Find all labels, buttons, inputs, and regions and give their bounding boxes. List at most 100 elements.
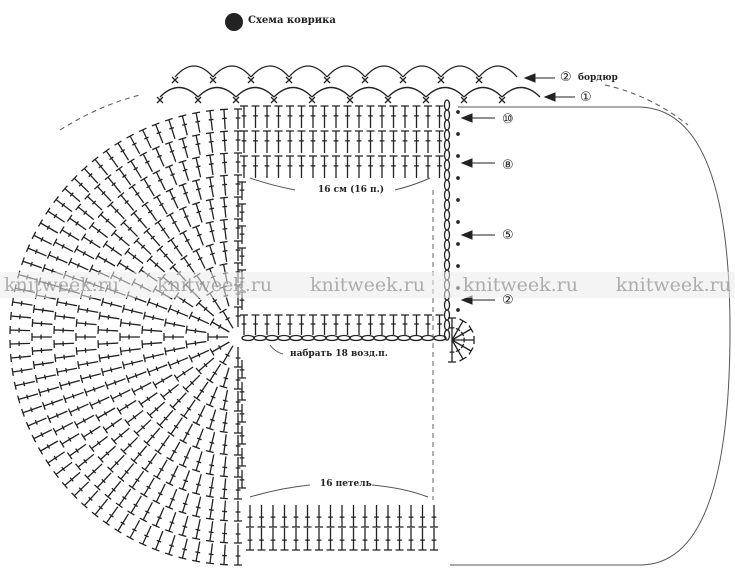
double-crochet-symbol — [269, 505, 277, 528]
double-crochet-symbol — [165, 465, 179, 487]
chain-stitch-symbol — [253, 334, 267, 342]
double-crochet-symbol — [88, 221, 108, 239]
double-crochet-symbol — [9, 311, 31, 321]
single-crochet-symbol — [323, 76, 331, 84]
double-crochet-symbol — [219, 456, 228, 478]
chain-stitch-symbol — [443, 239, 451, 251]
double-crochet-symbol — [219, 478, 228, 500]
chain-stitch-symbol — [443, 149, 451, 161]
double-crochet-symbol — [269, 528, 277, 551]
double-crochet-symbol — [66, 443, 87, 460]
double-crochet-symbol — [389, 155, 398, 178]
double-crochet-symbol — [251, 105, 260, 128]
double-crochet-symbol — [297, 105, 306, 128]
double-crochet-symbol — [338, 505, 346, 528]
double-crochet-symbol — [138, 127, 152, 149]
chain-stitch-symbol — [443, 179, 451, 191]
double-crochet-symbol — [430, 505, 438, 528]
arrow-icon — [460, 158, 473, 168]
double-crochet-symbol — [178, 159, 190, 181]
double-crochet-symbol — [366, 105, 375, 128]
double-crochet-symbol — [234, 457, 242, 478]
border-label: бордюр — [578, 73, 618, 83]
double-crochet-symbol — [59, 433, 80, 448]
double-crochet-symbol — [205, 243, 217, 265]
double-crochet-symbol — [97, 340, 119, 349]
double-crochet-symbol — [389, 105, 398, 128]
double-crochet-symbol — [13, 380, 35, 390]
slip-stitch-symbol — [456, 220, 460, 224]
double-crochet-symbol — [240, 105, 248, 128]
double-crochet-symbol — [401, 130, 409, 153]
double-crochet-symbol — [401, 314, 409, 335]
double-crochet-symbol — [115, 488, 132, 509]
double-crochet-symbol — [435, 130, 444, 153]
double-crochet-symbol — [234, 479, 242, 500]
double-crochet-symbol — [185, 340, 207, 349]
chain-stitch-symbol — [443, 329, 451, 341]
double-crochet-symbol — [424, 314, 432, 335]
double-crochet-symbol — [435, 155, 444, 178]
double-crochet-symbol — [407, 528, 415, 551]
double-crochet-symbol — [219, 240, 228, 262]
double-crochet-symbol — [286, 105, 294, 128]
chain-stitch-symbol — [361, 334, 375, 342]
chain-stitch-symbol — [443, 229, 451, 241]
double-crochet-symbol — [178, 136, 189, 159]
double-crochet-symbol — [263, 105, 271, 128]
double-crochet-symbol — [378, 155, 386, 178]
double-crochet-symbol — [141, 452, 158, 473]
chain-arc-symbol — [478, 65, 518, 78]
double-crochet-symbol — [146, 401, 166, 419]
double-crochet-symbol — [121, 359, 144, 370]
double-crochet-symbol — [152, 169, 166, 191]
watermark-text: knitweek.ru — [156, 274, 273, 296]
double-crochet-symbol — [448, 340, 456, 363]
double-crochet-symbol — [234, 130, 242, 151]
double-crochet-symbol — [234, 152, 242, 173]
chain-stitch-symbol — [433, 334, 447, 342]
double-crochet-symbol — [238, 181, 246, 200]
double-crochet-symbol — [246, 528, 254, 551]
double-crochet-symbol — [102, 240, 123, 257]
double-crochet-symbol — [219, 196, 228, 218]
double-crochet-symbol — [234, 174, 242, 195]
double-crochet-symbol — [62, 391, 84, 404]
chain-stitch-symbol — [443, 319, 451, 331]
double-crochet-symbol — [240, 155, 248, 178]
double-crochet-symbol — [320, 130, 329, 153]
double-crochet-symbol — [349, 505, 358, 528]
marker-row2: ② — [502, 293, 514, 308]
dashed-arc-left — [59, 94, 141, 131]
chain-stitch-symbol — [325, 334, 339, 342]
double-crochet-symbol — [120, 219, 139, 238]
double-crochet-symbol — [128, 183, 145, 204]
double-crochet-symbol — [55, 297, 78, 307]
double-crochet-symbol — [117, 463, 135, 483]
double-crochet-symbol — [219, 108, 228, 130]
double-crochet-symbol — [192, 201, 203, 223]
double-crochet-symbol — [280, 528, 289, 551]
double-crochet-symbol — [130, 209, 148, 229]
double-crochet-symbol — [251, 155, 260, 178]
double-crochet-symbol — [435, 314, 444, 335]
double-crochet-symbol — [32, 360, 54, 370]
double-crochet-symbol — [119, 333, 140, 341]
double-crochet-symbol — [240, 314, 248, 335]
double-crochet-symbol — [205, 109, 215, 131]
double-crochet-symbol — [178, 182, 191, 204]
watermark-text: knitweek.ru — [4, 274, 120, 296]
double-crochet-symbol — [274, 314, 283, 335]
double-crochet-symbol — [178, 114, 188, 136]
single-crochet-symbol — [232, 96, 240, 104]
double-crochet-symbol — [234, 240, 242, 261]
double-crochet-symbol — [164, 318, 186, 328]
double-crochet-symbol — [401, 155, 409, 178]
double-crochet-symbol — [219, 308, 234, 329]
double-crochet-symbol — [11, 297, 33, 307]
double-crochet-symbol — [238, 203, 246, 222]
double-crochet-symbol — [114, 140, 130, 161]
chain-arc-symbol — [387, 86, 427, 98]
double-crochet-symbol — [83, 384, 105, 397]
single-crochet-symbol — [361, 76, 369, 84]
